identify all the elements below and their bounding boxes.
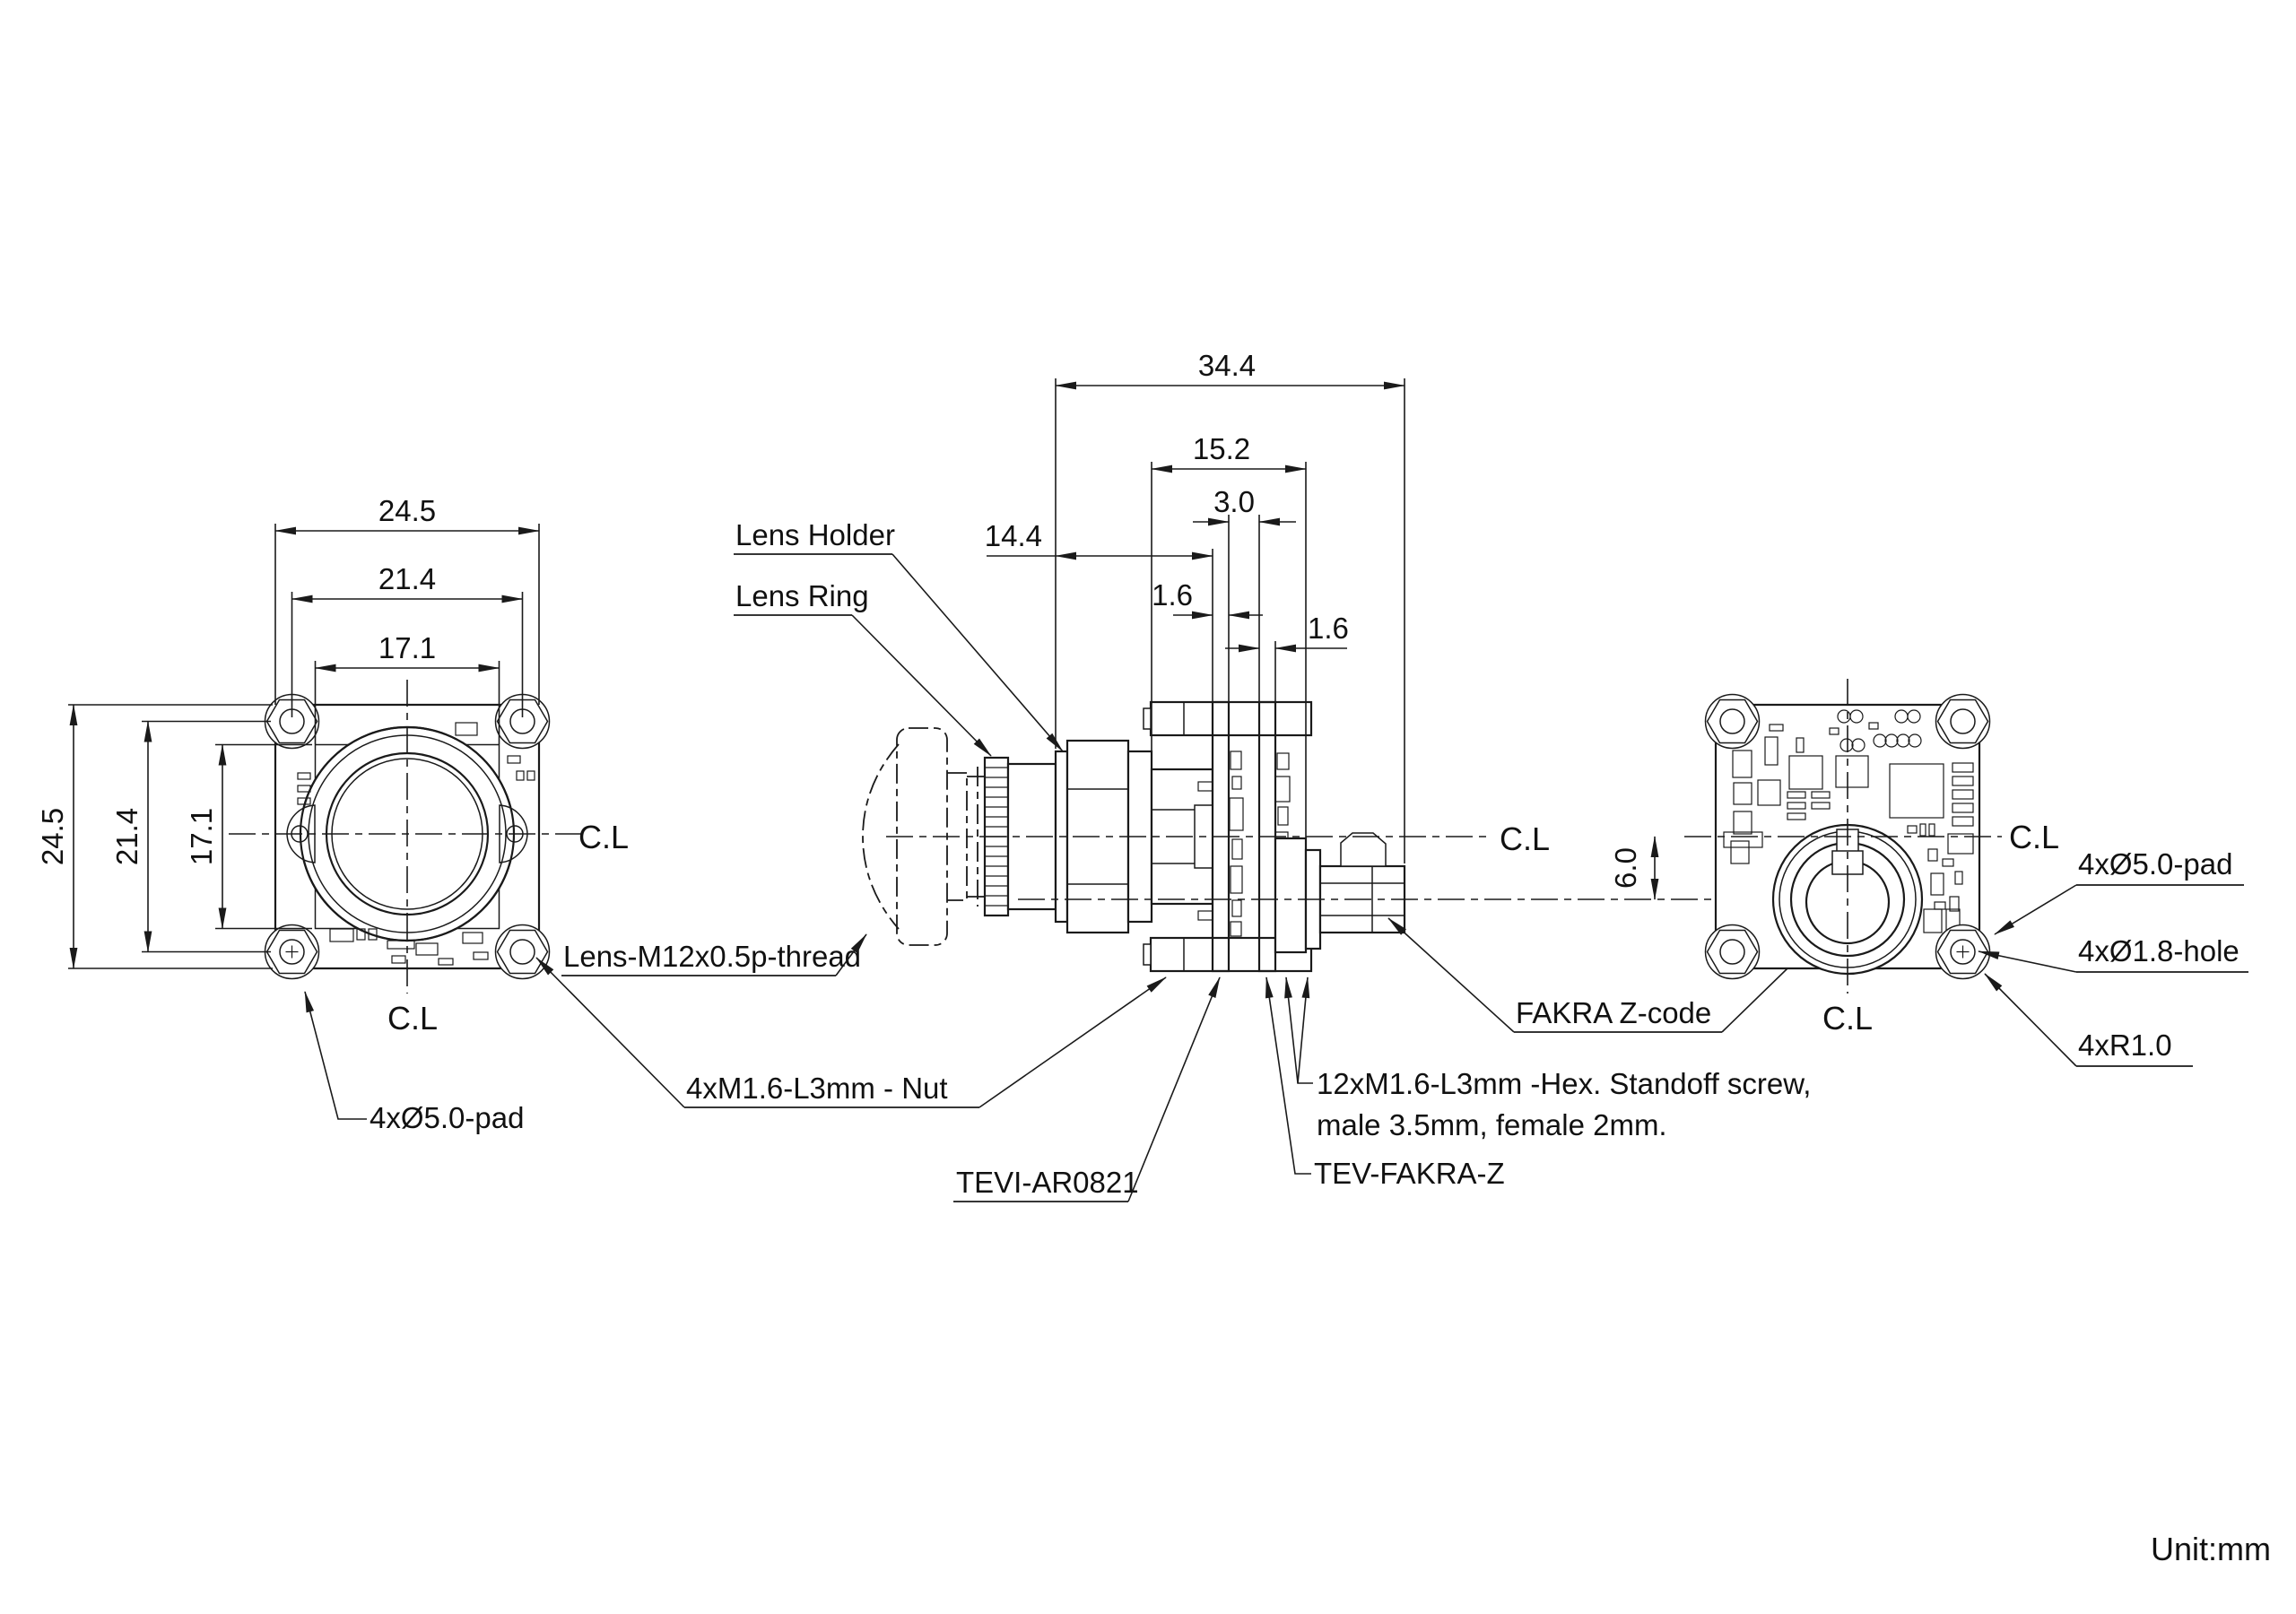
back-pad-label: 4xØ5.0-pad: [2078, 847, 2232, 881]
lens-holder-label: Lens Holder: [735, 518, 895, 551]
front-dim-left-inner: 17.1: [185, 808, 218, 865]
side-dim-board2: 1.6: [1308, 612, 1349, 645]
nut-cross-mark: [1956, 945, 1970, 959]
side-centerline-label: C.L: [1500, 820, 1550, 857]
front-dim-left-holes: 21.4: [110, 808, 144, 865]
front-centerline-label-right: C.L: [578, 819, 629, 855]
side-dim-gap: 3.0: [1213, 485, 1255, 518]
side-dim-stack: 15.2: [1193, 432, 1250, 465]
front-pad-label: 4xØ5.0-pad: [370, 1101, 524, 1134]
side-dim-overall: 34.4: [1198, 349, 1256, 382]
lens-thread-label: Lens-M12x0.5p-thread: [563, 940, 861, 973]
front-view: 24.5 21.4 17.1 24.5 21.4 17.1 C.L C.L 4x…: [36, 494, 629, 1134]
unit-note: Unit:mm: [2151, 1531, 2271, 1567]
back-components: [1723, 709, 1974, 933]
side-phantom-lens: [862, 727, 985, 946]
side-fakra-latch: [1340, 832, 1387, 867]
nut-label: 4xM1.6-L3mm - Nut: [686, 1072, 948, 1105]
back-centerline-label-bottom: C.L: [1822, 1000, 1873, 1037]
standoff-label-line1: 12xM1.6-L3mm -Hex. Standoff screw,: [1317, 1067, 1811, 1100]
front-dim-left-outer: 24.5: [36, 808, 69, 865]
side-view: 34.4 15.2 3.0 14.4 1.6 1.6 C.L Lens Hol: [535, 349, 1849, 1202]
side-dim-front: 14.4: [985, 519, 1042, 552]
board1-label: TEVI-AR0821: [956, 1166, 1139, 1199]
back-hole-label: 4xØ1.8-hole: [2078, 934, 2239, 968]
side-dim-board1: 1.6: [1152, 578, 1193, 612]
board2-label: TEV-FAKRA-Z: [1314, 1157, 1505, 1190]
front-dimensions-top: 24.5 21.4 17.1: [274, 494, 540, 744]
front-components: [297, 722, 535, 966]
back-dim-offset: 6.0: [1609, 847, 1642, 889]
back-radius-label: 4xR1.0: [2078, 1028, 2172, 1062]
back-centerline-label-right: C.L: [2009, 819, 2059, 855]
side-fakra-connector: [1274, 832, 1406, 954]
standoff-label-line2: male 3.5mm, female 2mm.: [1317, 1108, 1667, 1141]
front-dim-top-outer: 24.5: [378, 494, 436, 527]
nut-cross-mark: [285, 945, 299, 959]
side-callouts: Lens Holder Lens Ring Lens-M12x0.5p-thre…: [535, 518, 1820, 1202]
back-corner-nuts: [1704, 693, 1991, 980]
front-corner-nuts: [264, 693, 551, 980]
back-offset-dimension: 6.0: [1609, 836, 1659, 900]
side-standoff-rows: [1143, 700, 1313, 973]
front-dimensions-left: 24.5 21.4 17.1: [36, 704, 312, 969]
back-view: C.L C.L 6.0 4xØ5.0-pad 4xØ1.8-hole 4xR1.…: [1609, 679, 2248, 1067]
back-callouts: 4xØ5.0-pad 4xØ1.8-hole 4xR1.0: [1978, 847, 2248, 1067]
front-dim-top-inner: 17.1: [378, 631, 436, 664]
front-dim-top-holes: 21.4: [378, 562, 436, 595]
front-centerline-label-bottom: C.L: [387, 1000, 438, 1037]
lens-ring-label: Lens Ring: [735, 579, 869, 612]
front-pad-callout: 4xØ5.0-pad: [304, 991, 524, 1134]
side-dimensions: 34.4 15.2 3.0 14.4 1.6 1.6: [985, 349, 1405, 863]
fakra-code-label: FAKRA Z-code: [1516, 996, 1711, 1029]
